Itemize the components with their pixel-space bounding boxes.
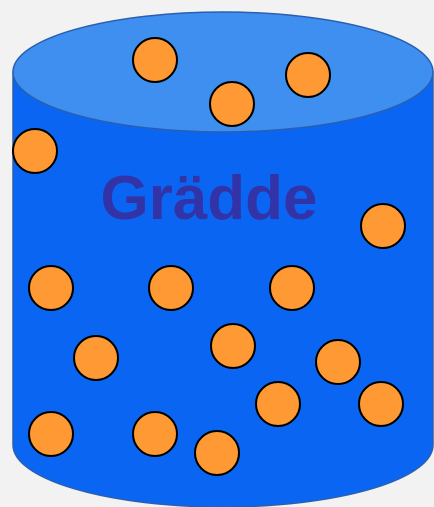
bubble (195, 431, 239, 475)
bubble (13, 129, 57, 173)
bubble (256, 382, 300, 426)
cylinder-label: Grädde (100, 164, 317, 233)
bubble (29, 266, 73, 310)
bubble (29, 412, 73, 456)
bubble (316, 340, 360, 384)
bubble (74, 336, 118, 380)
bubble (361, 204, 405, 248)
bubble (133, 412, 177, 456)
bubble (286, 53, 330, 97)
bubble (359, 382, 403, 426)
bubble (133, 38, 177, 82)
bubble (211, 324, 255, 368)
bubble (270, 266, 314, 310)
bubble (210, 82, 254, 126)
bubble (149, 266, 193, 310)
